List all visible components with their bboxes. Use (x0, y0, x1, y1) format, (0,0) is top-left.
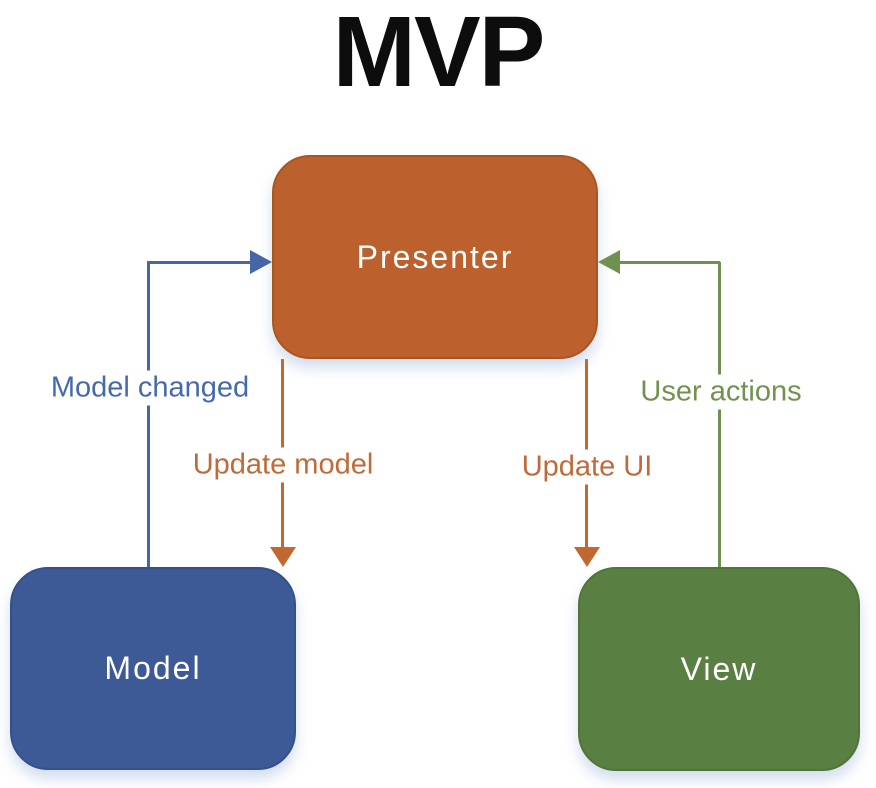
user-actions-edge-label: User actions (632, 374, 810, 410)
model-node: Model (10, 567, 296, 770)
view-node: View (578, 567, 860, 771)
update-ui-arrowhead-icon (574, 547, 600, 567)
presenter-node-label: Presenter (356, 238, 514, 275)
update-model-edge-label: Update model (184, 447, 382, 483)
model-changed-arrowhead-icon (250, 250, 272, 274)
model-changed-edge-horizontal-line (147, 261, 252, 264)
user-actions-arrowhead-icon (598, 250, 620, 274)
model-changed-edge-label: Model changed (42, 370, 258, 406)
update-ui-edge-label: Update UI (513, 449, 661, 485)
model-node-label: Model (104, 650, 202, 686)
user-actions-edge-horizontal-line (620, 261, 720, 264)
diagram-title: MVP (332, 0, 546, 108)
presenter-node: Presenter (272, 155, 598, 359)
user-actions-edge-vertical-line (718, 262, 721, 567)
view-node-label: View (680, 650, 758, 687)
update-model-arrowhead-icon (270, 547, 296, 567)
model-changed-edge-vertical-line (147, 262, 150, 567)
